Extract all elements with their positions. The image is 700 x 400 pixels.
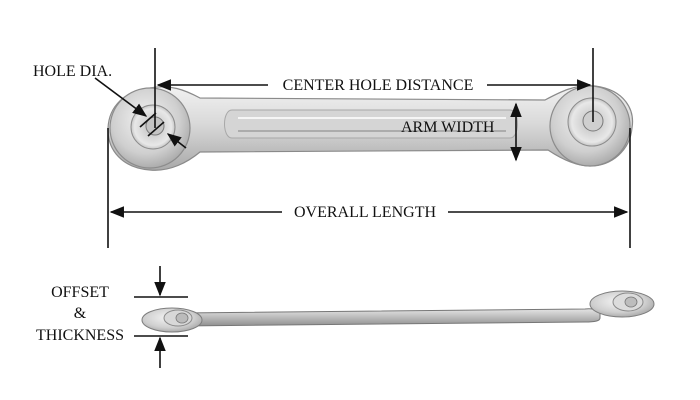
left-eye (109, 87, 191, 169)
center-hole-distance-label: CENTER HOLE DISTANCE (283, 77, 474, 94)
arm-side-view (141, 290, 655, 333)
overall-length-label: OVERALL LENGTH (294, 204, 436, 221)
right-eye (549, 85, 631, 167)
side-right-bushing (589, 290, 655, 318)
ampersand-label: & (74, 305, 87, 322)
hole-dia-label: HOLE DIA. (33, 63, 112, 80)
hole-dia-leader (94, 77, 148, 117)
offset-label: OFFSET (51, 284, 109, 301)
top-dimensions (94, 48, 631, 248)
thickness-label: THICKNESS (36, 327, 124, 344)
hole-dia-tick-b (147, 121, 165, 137)
hole-dia-tick-a (139, 112, 157, 128)
side-dimensions (134, 266, 188, 368)
arm-width-label: ARM WIDTH (401, 119, 495, 136)
side-left-bushing (141, 307, 203, 333)
arm-top-view (107, 85, 634, 171)
hole-dia-arrow (166, 133, 187, 149)
side-bar (165, 308, 601, 327)
